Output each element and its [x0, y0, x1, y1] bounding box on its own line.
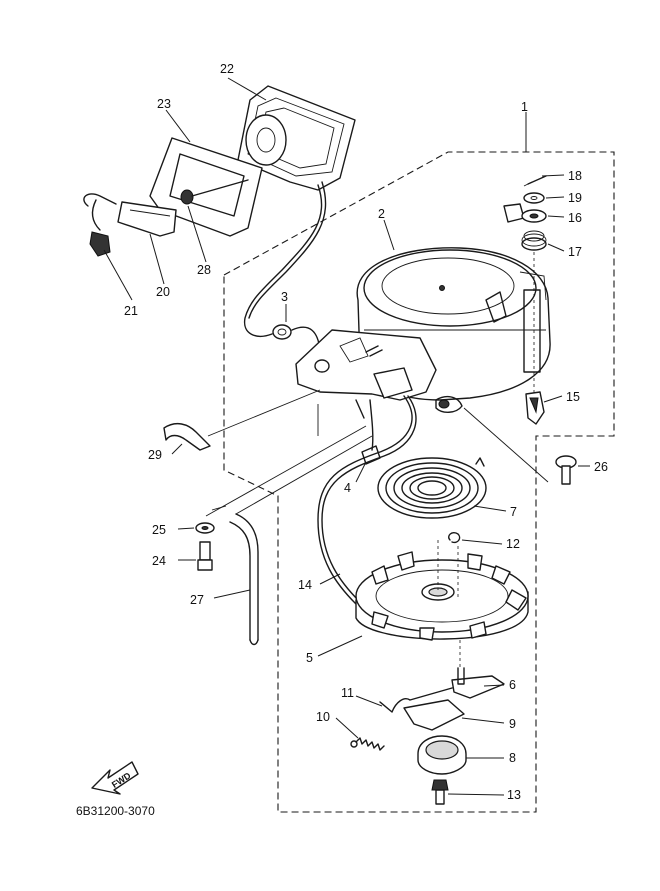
part-24-bolt: [197, 541, 213, 571]
callout-19: 19: [568, 191, 582, 205]
callout-16: 16: [568, 211, 582, 225]
part-28-rope-stopper: [180, 179, 249, 205]
callout-12: 12: [506, 537, 520, 551]
starter-rope: [243, 184, 323, 337]
callout-18: 18: [568, 169, 582, 183]
part-13-bolt: [431, 779, 449, 805]
leader-lines: [103, 77, 590, 796]
callout-25: 25: [152, 523, 166, 537]
callout-27: 27: [190, 593, 204, 607]
callout-10: 10: [316, 710, 330, 724]
callout-26: 26: [594, 460, 608, 474]
fwd-arrow-icon: FWD: [91, 761, 139, 795]
callout-4: 4: [344, 481, 351, 495]
callout-7: 7: [510, 505, 517, 519]
part-11-friction-spring: [379, 687, 453, 713]
callout-8: 8: [509, 751, 516, 765]
part-22-handle-grip: [237, 85, 356, 191]
part-7-rewind-spring: [377, 457, 487, 519]
callout-11: 11: [341, 686, 354, 700]
callout-5: 5: [306, 651, 313, 665]
diagram-code: 6B31200-3070: [76, 804, 155, 818]
part-5-sheave-drum: [355, 540, 529, 641]
callout-15: 15: [566, 390, 580, 404]
callout-labels: 1 2 3 4 5 6 7 8 9 10 11 12 13 14 15 16 1…: [124, 62, 608, 802]
part-8-drive-plate: [417, 735, 467, 775]
part-18-pin: [523, 175, 547, 187]
part-2-starter-housing: [295, 247, 551, 413]
part-29-link: [163, 422, 211, 451]
callout-20: 20: [156, 285, 170, 299]
assembly-boundary: [223, 151, 615, 813]
part-19-washer: [523, 192, 545, 204]
part-25-washer: [195, 522, 215, 534]
part-10-return-spring: [350, 737, 385, 751]
callout-6: 6: [509, 678, 516, 692]
part-20-handle-bar: [117, 201, 177, 237]
part-26-bolt: [555, 455, 577, 485]
callout-21: 21: [124, 304, 138, 318]
callout-3: 3: [281, 290, 288, 304]
part-4-lock-plate: [355, 399, 381, 465]
callout-22: 22: [220, 62, 234, 76]
callout-9: 9: [509, 717, 516, 731]
callout-13: 13: [507, 788, 521, 802]
part-27-hose: [229, 513, 259, 646]
callout-1: 1: [521, 100, 528, 114]
callout-2: 2: [378, 207, 385, 221]
part-6-pawl: [451, 640, 505, 699]
part-15-lever: [525, 391, 545, 425]
callout-17: 17: [568, 245, 582, 259]
part-14-start-cable: [317, 395, 413, 605]
part-17-collar-spring: [521, 230, 547, 251]
part-16-holder: [503, 203, 547, 223]
callout-29: 29: [148, 448, 162, 462]
part-12-circlip: [448, 531, 461, 544]
part-9-friction-plate: [403, 699, 465, 731]
callout-28: 28: [197, 263, 211, 277]
callout-24: 24: [152, 554, 166, 568]
part-21-clip: [83, 193, 117, 257]
part-3-grommet: [272, 324, 321, 351]
callout-14: 14: [298, 578, 312, 592]
callout-23: 23: [157, 97, 171, 111]
